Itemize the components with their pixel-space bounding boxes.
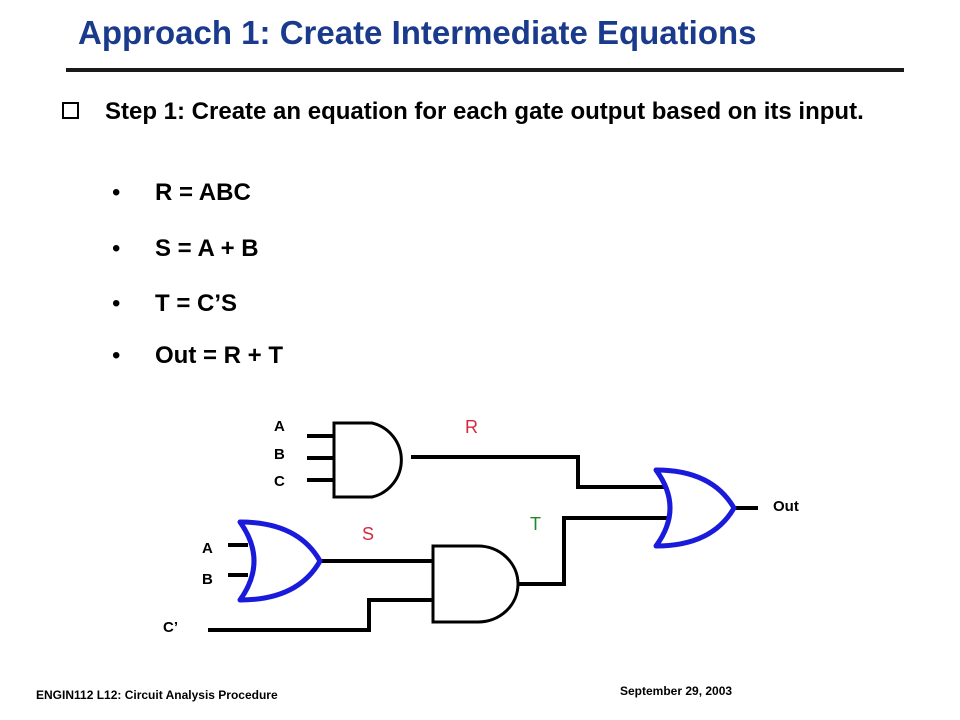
gates <box>237 421 737 624</box>
slide-title: Approach 1: Create Intermediate Equation… <box>78 14 757 51</box>
wire-r <box>411 455 668 489</box>
and-gate-r <box>332 421 403 499</box>
equation-r-text: R = ABC <box>155 179 251 206</box>
bullet-dot-icon: • <box>112 290 121 317</box>
bullet-dot-icon: • <box>112 235 121 262</box>
output-label: Out <box>773 498 799 515</box>
equation-t-text: T = C’S <box>155 290 238 317</box>
bullet-dot-icon: • <box>112 342 121 369</box>
equation-out-text: Out = R + T <box>155 342 284 369</box>
footer-date: September 29, 2003 <box>620 684 733 698</box>
wire-t <box>518 516 668 586</box>
wire-c-prime <box>208 598 433 632</box>
bullet-dot-icon: • <box>112 179 121 206</box>
input-c-label: C <box>274 473 285 490</box>
or-gate-s <box>237 519 323 603</box>
wires <box>208 434 758 632</box>
c-prime-label: C’ <box>163 619 178 636</box>
input-a-label: A <box>274 418 285 435</box>
equation-s-text: S = A + B <box>155 235 259 262</box>
or-input-b-label: B <box>202 571 213 588</box>
title-divider <box>66 68 904 72</box>
step-1-text: Step 1: Create an equation for each gate… <box>105 98 864 125</box>
signal-t-label: T <box>530 514 541 534</box>
and-gate-t <box>431 544 520 624</box>
input-b-label: B <box>274 446 285 463</box>
checkbox-bullet-icon <box>62 102 79 119</box>
signal-r-label: R <box>465 417 478 437</box>
signal-s-label: S <box>362 524 374 544</box>
or-gate-out <box>653 467 737 549</box>
or-input-a-label: A <box>202 540 213 557</box>
footer-course: ENGIN112 L12: Circuit Analysis Procedure <box>36 688 278 702</box>
